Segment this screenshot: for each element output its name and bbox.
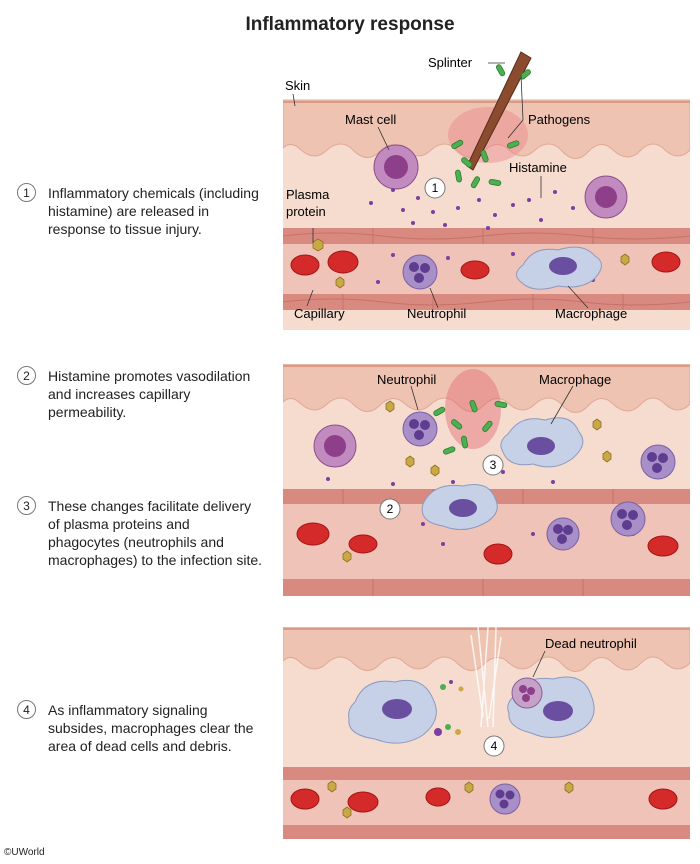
- plasma-proteins: [312, 238, 630, 289]
- pathogens: [451, 64, 531, 189]
- label-plasma-protein-line2: protein: [286, 204, 326, 219]
- red-blood-cells: [290, 787, 678, 813]
- pathogens: [433, 399, 508, 455]
- panel-3-resolution: 4 Dead neutrophil: [283, 627, 690, 839]
- step-2-text: Histamine promotes vasodilation and incr…: [48, 368, 251, 420]
- step-3-number: 3: [17, 496, 36, 515]
- panel-1-tissue-injury: 1 Splinter Skin Mast cell Pathogens Hist…: [283, 51, 690, 330]
- label-mast-cell: Mast cell: [345, 112, 396, 127]
- neutrophil-cell: [402, 254, 438, 290]
- macrophage-cell: [516, 246, 602, 290]
- splinter: [466, 51, 532, 171]
- label-histamine: Histamine: [509, 160, 567, 175]
- label-plasma-protein-line1: Plasma: [286, 187, 330, 202]
- macrophage-cell-left: [348, 679, 437, 744]
- step-3-text: These changes facilitate delivery of pla…: [48, 498, 263, 568]
- plasma-proteins: [327, 780, 574, 819]
- label-neutrophil: Neutrophil: [377, 372, 436, 387]
- marker-2: 2: [379, 498, 401, 520]
- dead-neutrophil: [511, 677, 543, 709]
- marker-4: 4: [483, 735, 505, 757]
- macrophage-cell-emigrating: [421, 484, 498, 530]
- marker-3: 3: [482, 454, 504, 476]
- label-macrophage: Macrophage: [555, 306, 627, 321]
- figure-title: Inflammatory response: [245, 14, 455, 35]
- leader-lines: [410, 385, 574, 425]
- neutrophil-cell-right: [640, 444, 676, 480]
- red-blood-cells: [296, 522, 679, 565]
- neutrophil-cell: [402, 411, 438, 447]
- panel-2-vasodilation: 3 2 Neutrophil Macrophage: [283, 364, 690, 596]
- marker-3-text: 3: [490, 458, 497, 472]
- marker-1: 1: [424, 177, 446, 199]
- mast-cell: [313, 424, 357, 468]
- endothelial-cells: [283, 228, 690, 310]
- neutrophil-cell-vessel: [546, 517, 580, 551]
- label-macrophage: Macrophage: [539, 372, 611, 387]
- step-4-number: 4: [17, 700, 36, 719]
- marker-2-text: 2: [387, 502, 394, 516]
- marker-1-text: 1: [432, 181, 439, 195]
- step-1-text: Inflammatory chemicals (including histam…: [48, 185, 259, 237]
- red-blood-cells: [290, 250, 681, 280]
- label-neutrophil: Neutrophil: [407, 306, 466, 321]
- step-2-number: 2: [17, 366, 36, 385]
- marker-4-text: 4: [491, 739, 498, 753]
- credit: ©UWorld: [4, 847, 45, 858]
- label-capillary: Capillary: [294, 306, 345, 321]
- label-skin: Skin: [285, 78, 310, 93]
- step-4-text: As inflammatory signaling subsides, macr…: [48, 702, 254, 754]
- label-dead-neutrophil: Dead neutrophil: [545, 636, 637, 651]
- neutrophil-cell-vessel: [489, 783, 521, 815]
- debris: [434, 680, 464, 736]
- mast-cell: [373, 144, 419, 190]
- healing-wound: [470, 627, 502, 728]
- capillary-lumen: [283, 780, 690, 825]
- endothelial-cells: [342, 489, 614, 596]
- step-1-number: 1: [17, 183, 36, 202]
- neutrophil-cell-emigrating: [610, 501, 646, 537]
- mast-cell-right: [584, 175, 628, 219]
- plasma-proteins: [342, 400, 612, 563]
- label-splinter: Splinter: [428, 55, 473, 70]
- epidermis: [283, 364, 690, 413]
- leader-lines: [292, 62, 589, 309]
- macrophage-cell: [500, 417, 584, 468]
- label-pathogens: Pathogens: [528, 112, 591, 127]
- leader-line: [532, 650, 546, 678]
